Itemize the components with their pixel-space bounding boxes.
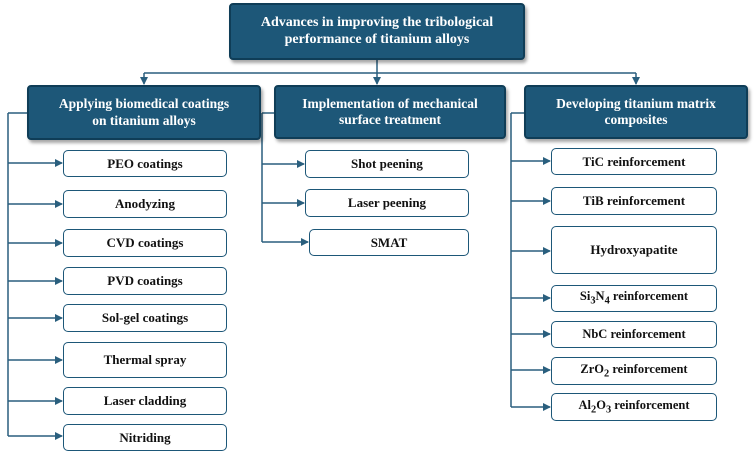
category-text: Applying biomedical coatings on titanium… bbox=[59, 96, 229, 128]
leaf-node: CVD coatings bbox=[63, 229, 227, 257]
leaf-node: Laser peening bbox=[305, 189, 469, 217]
category-line-2: composites bbox=[604, 112, 668, 127]
leaf-label: Nitriding bbox=[119, 429, 171, 445]
category-line-2: on titanium alloys bbox=[92, 112, 196, 128]
leaf-label: CVD coatings bbox=[106, 235, 184, 251]
category-line-1: Developing titanium matrix bbox=[556, 95, 716, 111]
leaf-label: Laser cladding bbox=[103, 393, 187, 409]
category-text: Implementation of mechanical surface tre… bbox=[302, 96, 477, 128]
leaf-node: Hydroxyapatite bbox=[551, 226, 717, 274]
leaf-node: TiC reinforcement bbox=[551, 148, 717, 175]
leaf-label: PEO coatings bbox=[107, 155, 183, 171]
leaf-label: PVD coatings bbox=[107, 273, 183, 289]
leaf-node: Shot peening bbox=[305, 150, 469, 178]
leaf-node: Si3N4 reinforcement bbox=[551, 285, 717, 312]
leaf-node: Thermal spray bbox=[63, 342, 227, 378]
category-text: Developing titanium matrix composites bbox=[556, 96, 716, 128]
leaf-node: Sol-gel coatings bbox=[63, 304, 227, 332]
leaf-label: Thermal spray bbox=[103, 352, 187, 368]
leaf-label: Sol-gel coatings bbox=[101, 310, 189, 326]
leaf-node: PVD coatings bbox=[63, 267, 227, 295]
leaf-label: TiB reinforcement bbox=[582, 193, 686, 209]
root-node: Advances in improving the tribological p… bbox=[229, 3, 525, 60]
root-line-2: performance of titanium alloys bbox=[284, 31, 470, 47]
leaf-label: SMAT bbox=[370, 234, 408, 250]
leaf-node: Al2O3 reinforcement bbox=[551, 393, 717, 421]
leaf-node: Nitriding bbox=[63, 424, 227, 451]
leaf-node: Laser cladding bbox=[63, 387, 227, 415]
leaf-label: Si3N4 reinforcement bbox=[579, 289, 689, 307]
leaf-node: SMAT bbox=[309, 229, 469, 256]
leaf-label: Anodyzing bbox=[115, 196, 175, 212]
leaf-node: ZrO2 reinforcement bbox=[551, 357, 717, 385]
leaf-label: ZrO2 reinforcement bbox=[580, 361, 688, 380]
category-line-1: Implementation of mechanical bbox=[302, 95, 478, 111]
category-line-1: Applying biomedical coatings bbox=[58, 96, 230, 112]
leaf-node: Anodyzing bbox=[63, 190, 227, 218]
category-mechanical-treatment: Implementation of mechanical surface tre… bbox=[274, 85, 506, 139]
leaf-label: Al2O3 reinforcement bbox=[578, 397, 690, 416]
leaf-label: Shot peening bbox=[351, 156, 423, 172]
leaf-node: NbC reinforcement bbox=[551, 321, 717, 348]
leaf-label: Laser peening bbox=[347, 195, 427, 211]
leaf-node: TiB reinforcement bbox=[551, 187, 717, 215]
leaf-label: Hydroxyapatite bbox=[590, 242, 678, 258]
leaf-node: PEO coatings bbox=[63, 150, 227, 177]
category-biomedical-coatings: Applying biomedical coatings on titanium… bbox=[27, 85, 261, 140]
leaf-label: TiC reinforcement bbox=[582, 153, 686, 169]
category-line-2: surface treatment bbox=[338, 112, 442, 127]
root-line-1: Advances in improving the tribological bbox=[260, 14, 494, 30]
category-matrix-composites: Developing titanium matrix composites bbox=[524, 85, 748, 139]
root-node-text: Advances in improving the tribological p… bbox=[261, 15, 493, 49]
leaf-label: NbC reinforcement bbox=[582, 327, 686, 341]
